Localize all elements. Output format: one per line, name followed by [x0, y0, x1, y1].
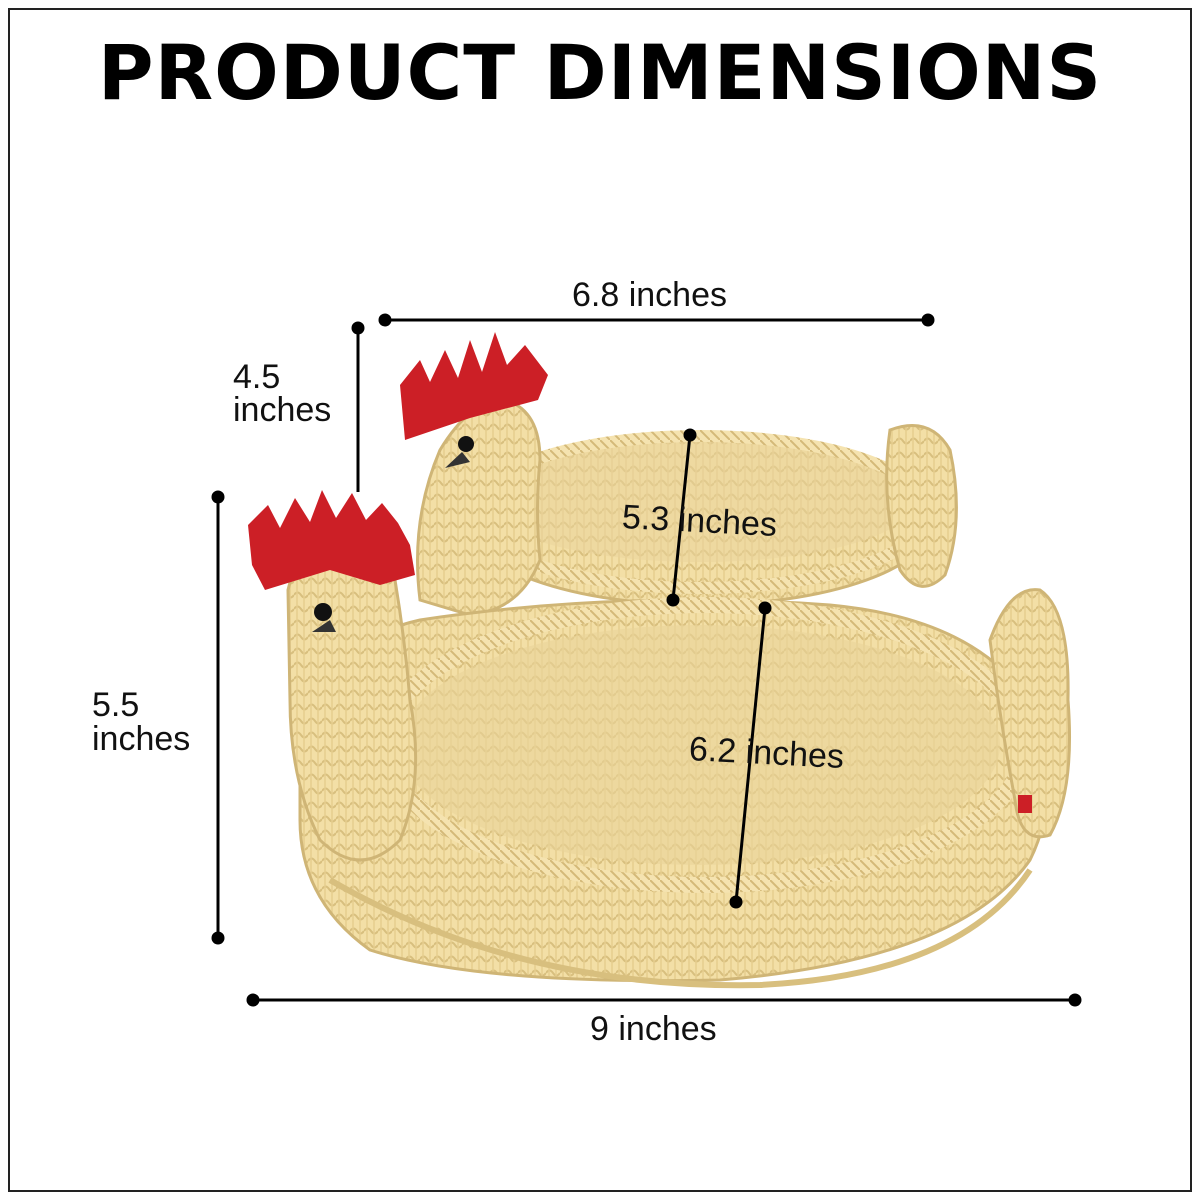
small-height-unit: inches — [233, 391, 332, 429]
large-depth-line — [734, 607, 767, 903]
large-depth-label: 6.2 inches — [688, 730, 845, 777]
large-rooster-eye — [314, 603, 332, 621]
large-height-unit: inches — [92, 720, 191, 758]
large-rooster-basket — [248, 490, 1071, 989]
top-width-label: 6.8 inches — [572, 276, 727, 314]
large-rooster-comb — [248, 490, 415, 590]
page-title: PRODUCT DIMENSIONS — [97, 28, 1103, 117]
dimension-lines — [211, 313, 1082, 1007]
small-rooster-basket — [400, 332, 958, 617]
large-height-number: 5.5 — [92, 686, 140, 724]
small-rooster-eye — [458, 436, 474, 452]
small-height-number: 4.5 — [233, 358, 281, 396]
small-rooster-comb — [400, 332, 548, 440]
image-frame — [8, 8, 1192, 1192]
small-depth-line — [671, 434, 692, 601]
small-depth-label: 5.3 inches — [621, 498, 778, 545]
bottom-width-label: 9 inches — [590, 1010, 717, 1048]
